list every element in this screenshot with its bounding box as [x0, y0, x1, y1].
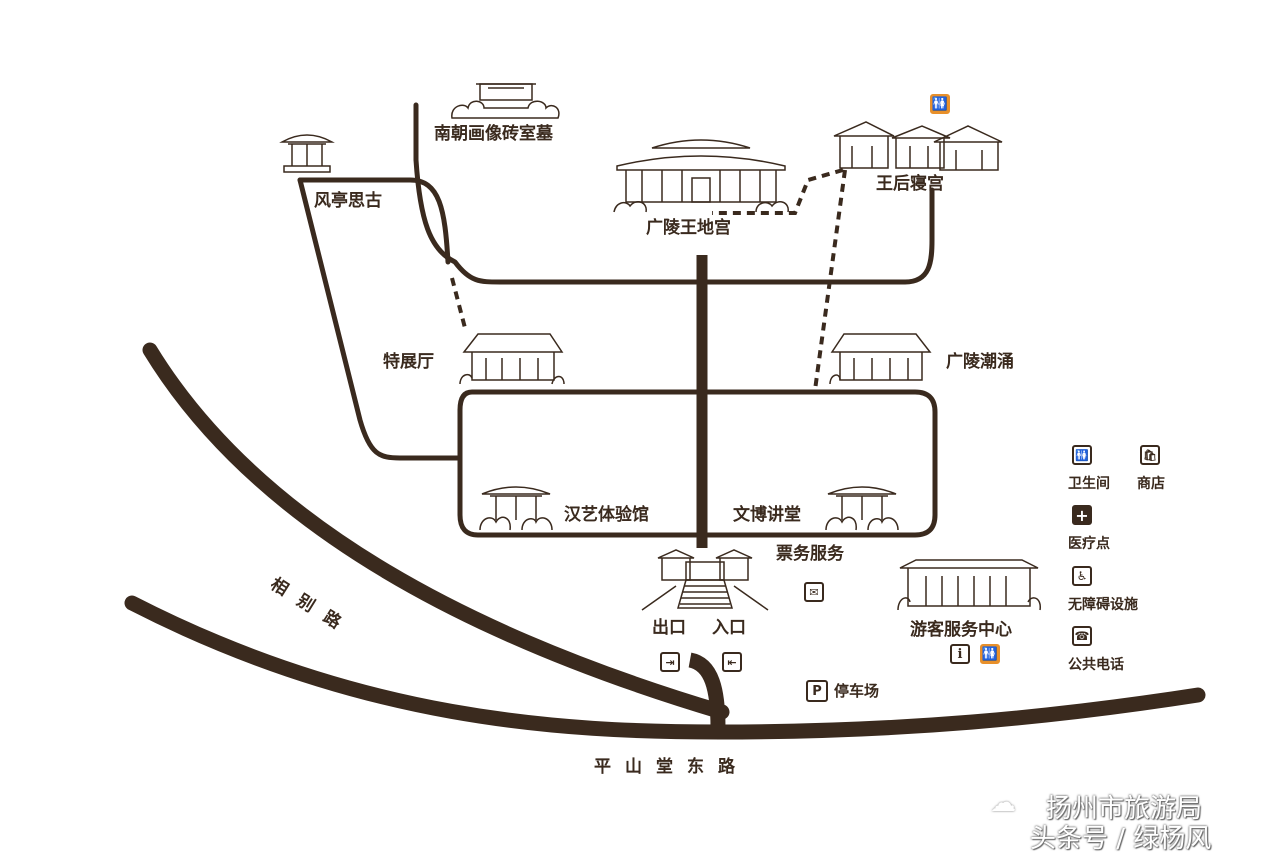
label-tide: 广陵潮涌: [946, 352, 1014, 372]
dashed-queen: [712, 168, 844, 215]
legend-restroom-label: 卫生间: [1068, 476, 1110, 492]
road-pingshantang: [124, 595, 1206, 740]
visitor-center-drawing: [897, 559, 1041, 611]
special-hall-drawing: [459, 333, 565, 385]
queen-palace-drawing: [833, 121, 1003, 171]
watermark-line2: 头条号 / 绿杨风: [1030, 824, 1212, 854]
label-special-hall: 特展厅: [383, 352, 434, 372]
label-queen-palace: 王后寝宫: [876, 174, 944, 194]
label-exit: 出口: [652, 618, 686, 638]
legend-medical-label: 医疗点: [1068, 536, 1110, 552]
path-west-loop: [297, 177, 463, 461]
accessible-icon: ♿: [1072, 566, 1092, 586]
medical-icon: +: [1072, 505, 1092, 525]
path-pavilion: [297, 177, 451, 265]
road-connector: [687, 652, 726, 729]
tomb-building-drawing: [451, 83, 560, 119]
road-xiangbie: [142, 342, 730, 720]
legend-shop-label: 商店: [1137, 476, 1165, 492]
watermark-line1: 扬州市旅游局: [1046, 794, 1203, 824]
shop-icon: 🛍: [1140, 445, 1160, 465]
label-han-art: 汉艺体验馆: [564, 505, 649, 525]
label-pavilion: 风亭思古: [314, 191, 382, 211]
gate-drawing: [641, 549, 769, 611]
label-entrance: 入口: [712, 618, 746, 638]
info-icon: i: [950, 644, 970, 664]
entrance-icon: ⇤: [722, 652, 742, 672]
lecture-hall-drawing: [825, 486, 899, 531]
wechat-logo: ☁: [990, 788, 1016, 818]
exit-icon: ⇥: [660, 652, 680, 672]
label-parking: 停车场: [834, 682, 880, 700]
legend-phone-label: 公共电话: [1068, 657, 1124, 673]
tide-hall-drawing: [829, 333, 932, 385]
path-main-loop: [457, 389, 938, 538]
parking-icon: P: [806, 680, 828, 702]
palace-drawing: [613, 139, 789, 213]
han-art-drawing: [479, 486, 553, 531]
restroom-icon: 🚻: [980, 644, 1000, 664]
label-lecture: 文博讲堂: [733, 505, 801, 525]
label-tomb: 南朝画像砖室墓: [434, 124, 553, 144]
label-road-pingshantang: 平山堂东路: [594, 757, 749, 777]
label-ticket: 票务服务: [776, 544, 844, 564]
legend-accessible-label: 无障碍设施: [1068, 597, 1138, 613]
dashed-tide: [813, 169, 847, 391]
label-visitor-center: 游客服务中心: [910, 620, 1012, 640]
restroom-icon: 🚻: [1072, 445, 1092, 465]
path-tomb: [413, 102, 935, 285]
pavilion-drawing: [279, 134, 335, 173]
dashed-special: [450, 277, 467, 329]
restroom-icon: 🚻: [930, 94, 950, 114]
phone-icon: ☎: [1072, 626, 1092, 646]
label-palace: 广陵王地宫: [646, 218, 731, 238]
ticket-icon: ✉: [804, 582, 824, 602]
